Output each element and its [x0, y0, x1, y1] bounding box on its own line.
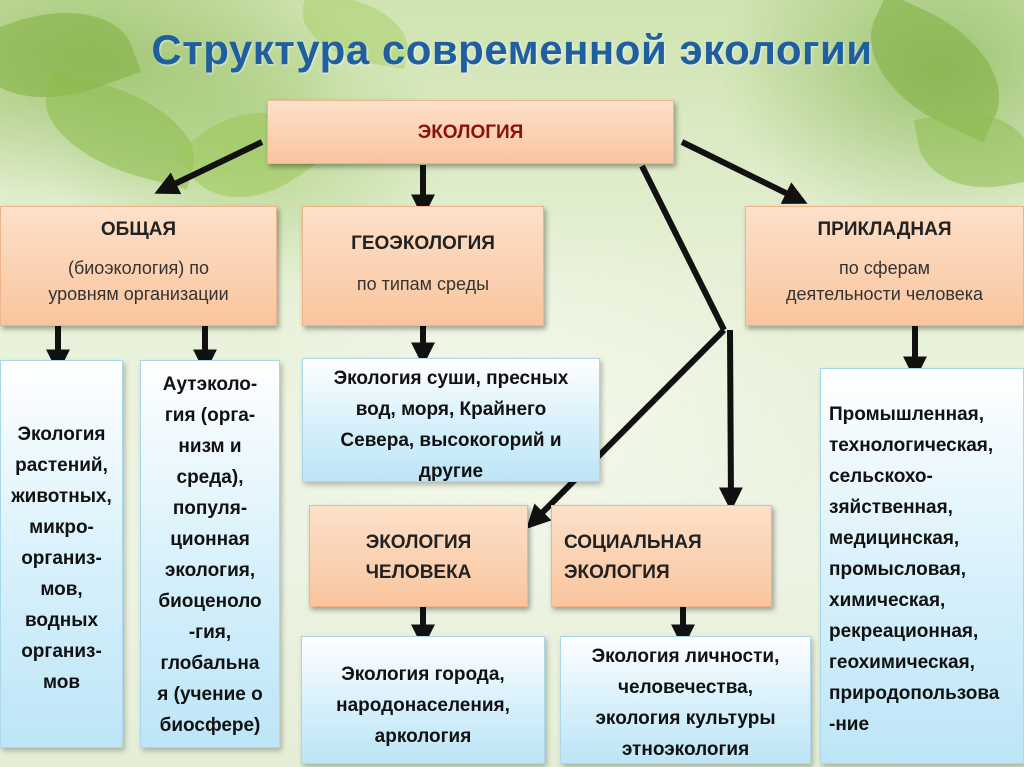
detail-list: Аутэколо- гия (орга- низм и среда), попу…: [141, 369, 279, 741]
detail-line: другие: [418, 461, 484, 482]
detail-line: химическая,: [829, 590, 946, 611]
detail-line: Экология суши, пресных: [333, 368, 569, 389]
human-ecology-box: ЭКОЛОГИЯ ЧЕЛОВЕКА: [309, 505, 528, 607]
arrow-to-human: [526, 327, 727, 529]
detail-line: рекреационная,: [829, 621, 979, 642]
detail-line: природопользова: [829, 683, 1000, 704]
detail-list: Экология растений, животных, микро- орга…: [1, 419, 122, 698]
detail-line: Севера, высокогорий и: [340, 430, 562, 451]
detail-line: мов: [42, 672, 81, 693]
detail-line: мов,: [40, 579, 83, 600]
detail-line: зяйственная,: [829, 497, 953, 518]
general-ecology-box: ОБЩАЯ (биоэкология) по уровням организац…: [0, 206, 277, 326]
human-line-2: ЧЕЛОВЕКА: [365, 562, 472, 583]
geo-sub: по типам среды: [356, 274, 490, 294]
geoecology-box: ГЕОЭКОЛОГИЯ по типам среды: [302, 206, 544, 326]
detail-line: я (учение о: [157, 684, 263, 705]
social-line-1: СОЦИАЛЬНАЯ: [564, 532, 702, 553]
detail-line: глобальна: [160, 653, 260, 674]
detail-line: этноэкология: [621, 739, 750, 760]
detail-line: медицинская,: [829, 528, 960, 549]
detail-line: низм и: [178, 436, 242, 457]
geo-detail: Экология суши, пресных вод, моря, Крайне…: [302, 358, 600, 482]
detail-line: животных,: [11, 486, 112, 507]
applied-detail: Промышленная, технологическая, сельскохо…: [820, 368, 1024, 764]
detail-line: технологическая,: [829, 435, 994, 456]
detail-line: микро-: [29, 517, 94, 538]
detail-line: Экология личности,: [591, 646, 780, 667]
detail-line: -ние: [829, 714, 870, 735]
general-sub-2: уровням организации: [48, 284, 229, 304]
detail-line: среда),: [176, 467, 244, 488]
detail-line: экология культуры: [595, 708, 776, 729]
social-detail: Экология личности, человечества, экологи…: [560, 636, 811, 764]
general-header: ОБЩАЯ: [100, 219, 177, 240]
detail-line: Промышленная,: [829, 404, 985, 425]
social-line-2: ЭКОЛОГИЯ: [564, 562, 670, 583]
general-sub-1: (биоэкология) по: [67, 258, 210, 278]
detail-line: растений,: [15, 455, 108, 476]
page-title: Структура современной экологии: [151, 26, 873, 73]
detail-line: Экология: [17, 424, 106, 445]
detail-list: Экология суши, пресных вод, моря, Крайне…: [303, 363, 599, 487]
arrow-to-applied: [680, 139, 808, 204]
detail-line: организ-: [21, 641, 102, 662]
root-label: ЭКОЛОГИЯ: [417, 122, 524, 143]
detail-line: промысловая,: [829, 559, 967, 580]
detail-list: Экология города, народонаселения, арколо…: [302, 659, 544, 752]
detail-line: вод, моря, Крайнего: [355, 399, 547, 420]
detail-line: геохимическая,: [829, 652, 975, 673]
detail-line: организ-: [21, 548, 102, 569]
general-left-detail: Экология растений, животных, микро- орга…: [0, 360, 123, 748]
detail-line: биоценоло: [158, 591, 262, 612]
detail-line: Аутэколо-: [162, 374, 258, 395]
detail-list: Промышленная, технологическая, сельскохо…: [829, 399, 1023, 740]
applied-ecology-box: ПРИКЛАДНАЯ по сферам деятельности челове…: [745, 206, 1024, 326]
detail-line: водных: [24, 610, 99, 631]
arrow-branch-trunk: [639, 164, 727, 332]
general-right-detail: Аутэколо- гия (орга- низм и среда), попу…: [140, 360, 280, 748]
detail-line: народонаселения,: [336, 695, 510, 716]
applied-header: ПРИКЛАДНАЯ: [817, 219, 952, 240]
detail-line: -гия,: [188, 622, 232, 643]
detail-list: Экология личности, человечества, экологи…: [561, 641, 810, 765]
detail-line: ционная: [170, 529, 250, 550]
detail-line: Экология города,: [341, 664, 505, 685]
detail-line: аркология: [374, 726, 472, 747]
human-detail: Экология города, народонаселения, арколо…: [301, 636, 545, 764]
detail-line: популя-: [172, 498, 248, 519]
arrow-to-general: [154, 139, 264, 195]
detail-line: человечества,: [617, 677, 754, 698]
detail-line: биосфере): [159, 715, 261, 736]
applied-sub-2: деятельности человека: [785, 284, 983, 304]
geo-header: ГЕОЭКОЛОГИЯ: [351, 233, 495, 254]
detail-line: сельскохо-: [829, 466, 933, 487]
applied-sub-1: по сферам: [839, 258, 930, 278]
detail-line: гия (орга-: [164, 405, 256, 426]
social-ecology-box: СОЦИАЛЬНАЯ ЭКОЛОГИЯ: [551, 505, 772, 607]
arrow-to-social: [718, 329, 743, 512]
detail-line: экология,: [164, 560, 256, 581]
human-line-1: ЭКОЛОГИЯ: [365, 532, 472, 553]
root-ecology-box: ЭКОЛОГИЯ: [267, 100, 674, 164]
